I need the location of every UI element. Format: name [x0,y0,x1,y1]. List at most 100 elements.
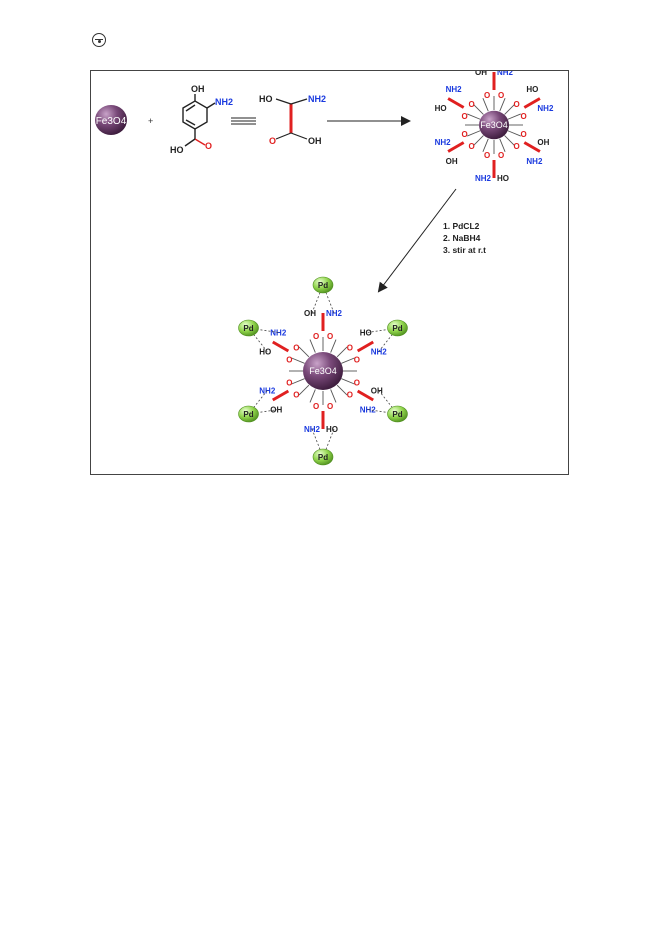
oxygen-label: O [484,91,490,100]
nh2-label: NH2 [526,157,543,166]
oh-label: OH [537,138,549,147]
spoke-line [330,389,337,403]
spoke-line [298,346,310,358]
oh-label: OH [446,157,458,166]
fe3o4-core-label: Fe3O4 [480,120,508,130]
oh-label: OH [304,309,316,318]
reagent-nh2: NH2 [215,97,233,107]
spoke-line [467,113,481,120]
oxygen-label: O [293,343,299,352]
spoke-line [504,135,515,146]
fe3o4-label: Fe3O4 [96,116,127,127]
nh2-label: NH2 [326,309,343,318]
spoke-line [291,357,305,364]
scheme-svg: Fe3O4 + OH NH2 HO O HO NH2 O OH 1. PdCL2… [95,71,554,466]
oxygen-label: O [347,391,353,400]
pd-atom [312,448,334,466]
oxygen-label: O [520,112,526,121]
spoke-line [499,138,506,152]
arrow-down [377,188,457,293]
step-3: 3. stir at r.t [443,245,486,255]
oxygen-label: O [327,332,333,341]
nh2-label: NH2 [497,71,514,77]
spoke-line [482,98,489,112]
spoke-line [341,378,355,385]
oxygen-label: O [520,130,526,139]
nh2-label: NH2 [446,85,463,94]
pd-label: Pd [392,324,402,333]
simplified-fragment: HO NH2 O OH [259,94,326,146]
fe3o4-particle-start: Fe3O4 [95,105,127,135]
step-2: 2. NaBH4 [443,233,481,243]
backbone-bond [447,141,465,153]
backbone-bond [356,389,374,402]
backbone-bond [523,141,541,153]
step-1: 1. PdCL2 [443,221,480,231]
oxygen-label: O [313,402,319,411]
reaction-scheme: Fe3O4 + OH NH2 HO O HO NH2 O OH 1. PdCL2… [90,70,569,475]
nh2-label: NH2 [371,348,388,357]
nh2-label: NH2 [270,328,287,337]
spoke-line [467,130,481,137]
pd-atom [312,276,334,294]
oh-label: HO [435,104,447,113]
equivalence-sign [231,117,256,125]
fe3o4-core [479,110,509,140]
nh2-label: NH2 [435,138,452,147]
oxygen-label: O [327,402,333,411]
pd-label: Pd [392,410,402,419]
spoke-line [309,389,316,403]
oxygen-label: O [484,151,490,160]
spoke-line [499,98,506,112]
page-mark-icon [92,33,106,47]
fragment-ho: HO [259,94,273,104]
pd-label: Pd [318,453,328,462]
benzoic-acid-reagent [182,94,216,147]
oxygen-label: O [347,343,353,352]
spoke-line [473,135,484,146]
spoke-line [336,346,348,358]
fragment-o: O [269,136,276,146]
spoke-line [507,113,521,120]
backbone-bond [523,97,541,109]
spoke-line [507,130,521,137]
backbone-bond [272,389,290,402]
spoke-line [482,138,489,152]
oh-label: HO [259,348,271,357]
backbone-bond [447,97,465,109]
oxygen-label: O [498,151,504,160]
oxygen-label: O [513,142,519,151]
oxygen-label: O [469,100,475,109]
oxygen-label: O [462,130,468,139]
pd-atom [387,405,408,423]
pd-label: Pd [318,281,328,290]
oxygen-label: O [354,378,360,387]
spoke-line [291,378,305,385]
spoke-line [298,384,310,396]
pd-atom [387,319,408,337]
oh-label: OH [371,386,383,395]
oh-label: HO [326,425,338,434]
backbone-bond [356,340,374,353]
backbone-bond [272,340,290,353]
nh2-label: NH2 [360,406,377,415]
spoke-line [341,357,355,364]
oxygen-label: O [498,91,504,100]
oh-label: OH [475,71,487,77]
oxygen-label: O [469,142,475,151]
oh-label: HO [497,174,509,183]
spoke-line [473,104,484,115]
oxygen-label: O [513,100,519,109]
fragment-nh2: NH2 [308,94,326,104]
spoke-line [336,384,348,396]
reagent-oh: OH [191,84,205,94]
pd-label: Pd [243,410,253,419]
plus-sign: + [148,116,153,126]
fe3o4-core [303,352,343,390]
oxygen-label: O [286,356,292,365]
pd-label: Pd [243,324,253,333]
spoke-line [309,339,316,353]
reagent-ho: HO [170,145,184,155]
